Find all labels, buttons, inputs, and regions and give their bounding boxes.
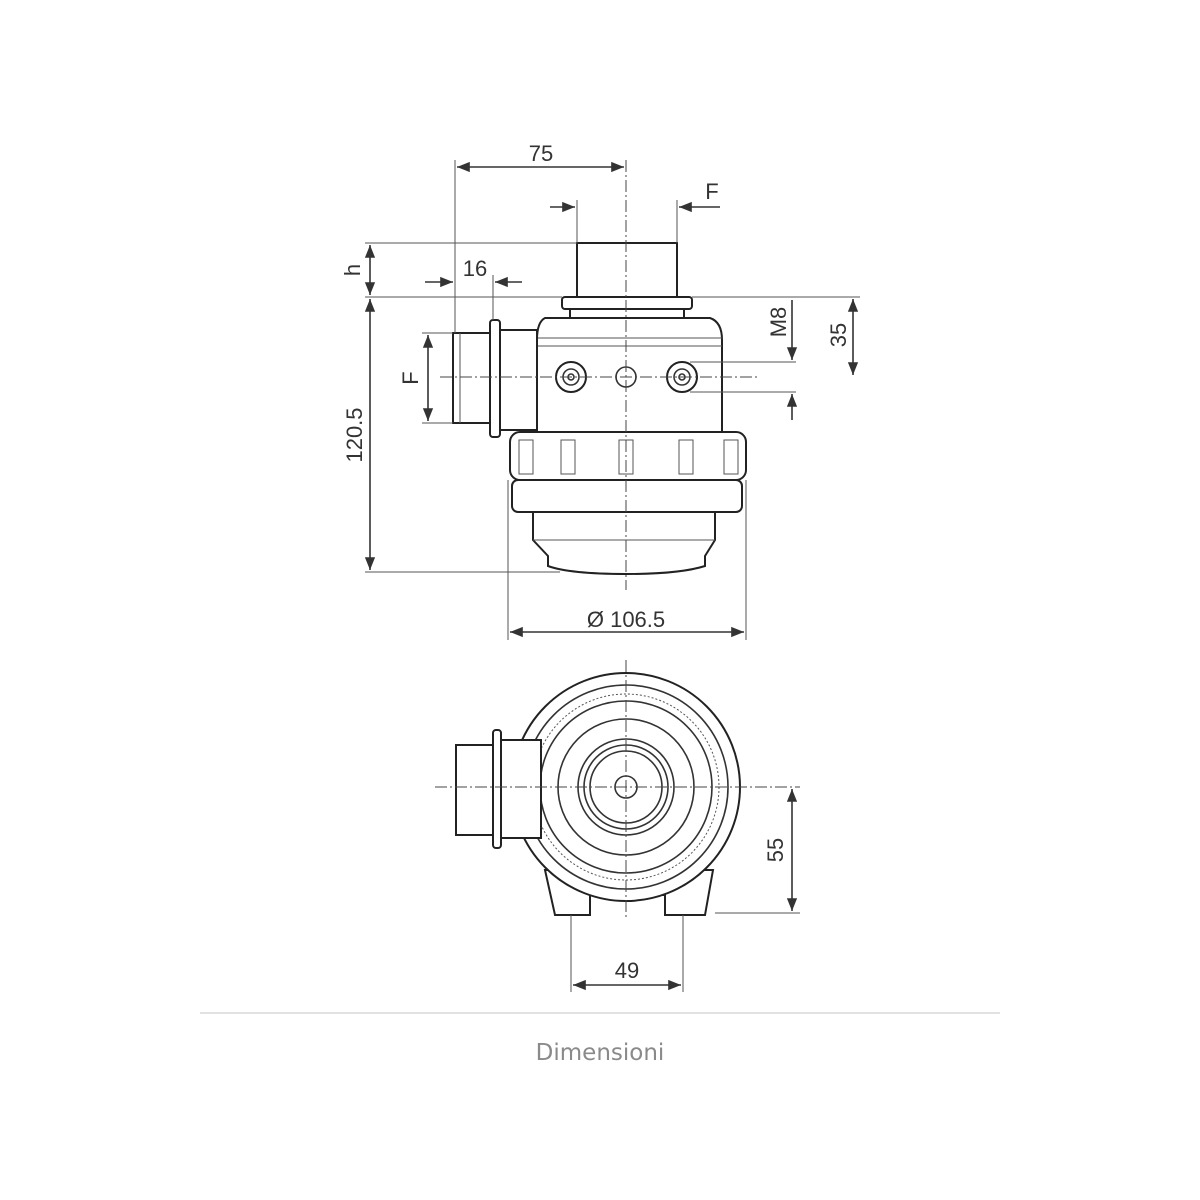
dim-h-label: h xyxy=(340,264,365,276)
top-view: 55 49 xyxy=(435,660,800,992)
side-port-top xyxy=(455,744,494,836)
dim-f-side-label: F xyxy=(398,371,423,384)
dim-55-label: 55 xyxy=(763,838,788,862)
side-view: 75 F h 16 F 120.5 Ø 106.5 35 xyxy=(340,141,860,640)
dim-diameter-label: Ø 106.5 xyxy=(587,607,665,632)
dim-35-label: 35 xyxy=(826,323,851,347)
dim-49-label: 49 xyxy=(615,958,639,983)
dim-75-label: 75 xyxy=(529,141,553,166)
side-port xyxy=(452,332,494,424)
top-spigot xyxy=(576,242,678,298)
dim-16-label: 16 xyxy=(463,256,487,281)
dim-f-top-label: F xyxy=(705,179,718,204)
collar-ring xyxy=(509,431,747,481)
caption: Dimensioni xyxy=(535,1040,665,1066)
dim-120-5-label: 120.5 xyxy=(342,407,367,462)
dim-m8-label: M8 xyxy=(766,307,791,338)
bowl xyxy=(532,511,716,576)
divider xyxy=(200,1012,1000,1014)
